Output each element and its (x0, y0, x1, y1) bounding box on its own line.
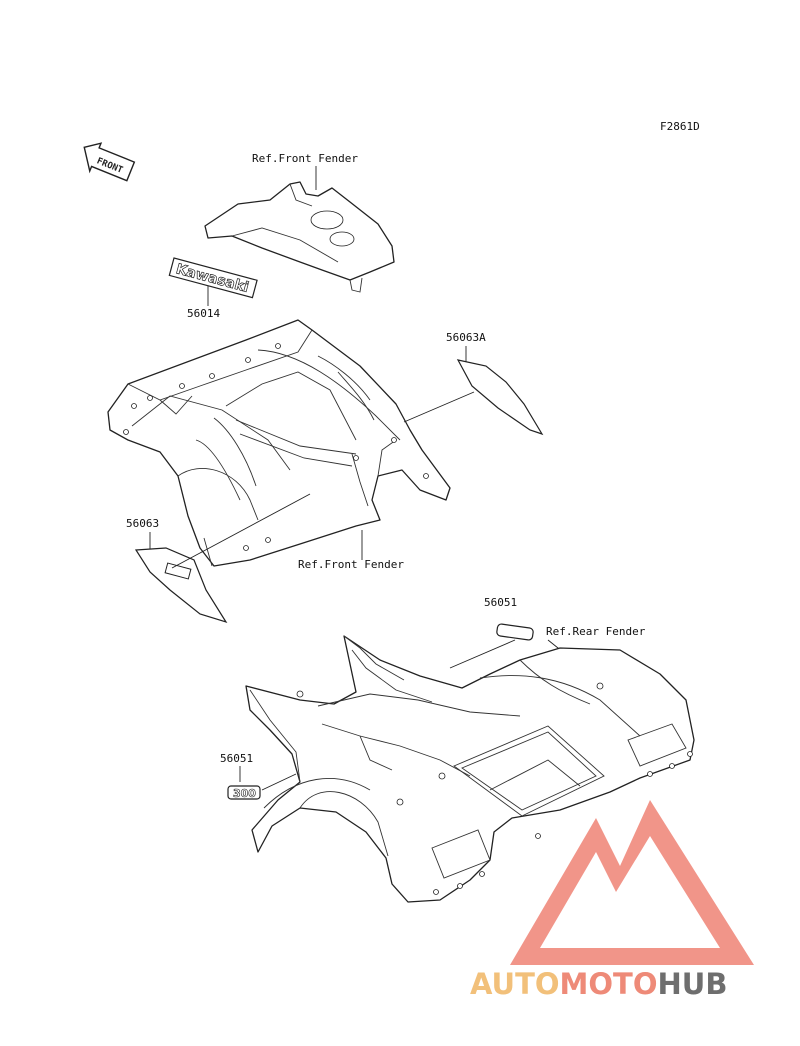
kawasaki-decal-text: Kawasaki (174, 261, 250, 296)
label-56051-left: 56051 (220, 752, 253, 765)
label-56051-top: 56051 (484, 596, 517, 609)
front-fender-main (107, 319, 451, 567)
emblem-56051-text: 300 (233, 787, 256, 800)
label-ref-front-fender-bottom: Ref.Front Fender (298, 558, 404, 571)
decal-56051-top (496, 623, 534, 641)
leader-56051-top (449, 639, 516, 669)
watermark-moto: MOTO (560, 967, 658, 1001)
kawasaki-decal: Kawasaki (168, 257, 258, 299)
leader-56051-left (261, 773, 297, 791)
front-arrow-icon: FRONT (83, 142, 136, 182)
watermark-hub: HUB (658, 967, 728, 1001)
emblem-56051: 300 (227, 785, 261, 800)
decal-56063 (134, 547, 228, 624)
rear-fender (245, 635, 695, 903)
front-fender-cover (204, 181, 395, 293)
label-56063a: 56063A (446, 331, 486, 344)
label-56063: 56063 (126, 517, 159, 530)
watermark-logo-icon (510, 800, 754, 965)
leader-56063a (403, 391, 475, 423)
diagram-code: F2861D (660, 120, 700, 133)
label-ref-rear-fender: Ref.Rear Fender (546, 625, 646, 638)
automotohub-watermark: AUTOMOTOHUB (470, 800, 754, 1001)
label-ref-front-fender-top: Ref.Front Fender (252, 152, 358, 165)
decal-56063a (456, 359, 544, 436)
leader-56063 (171, 493, 311, 569)
watermark-auto: AUTO (470, 967, 560, 1001)
svg-text:AUTOMOTOHUB: AUTOMOTOHUB (470, 967, 727, 1001)
label-56014: 56014 (187, 307, 220, 320)
